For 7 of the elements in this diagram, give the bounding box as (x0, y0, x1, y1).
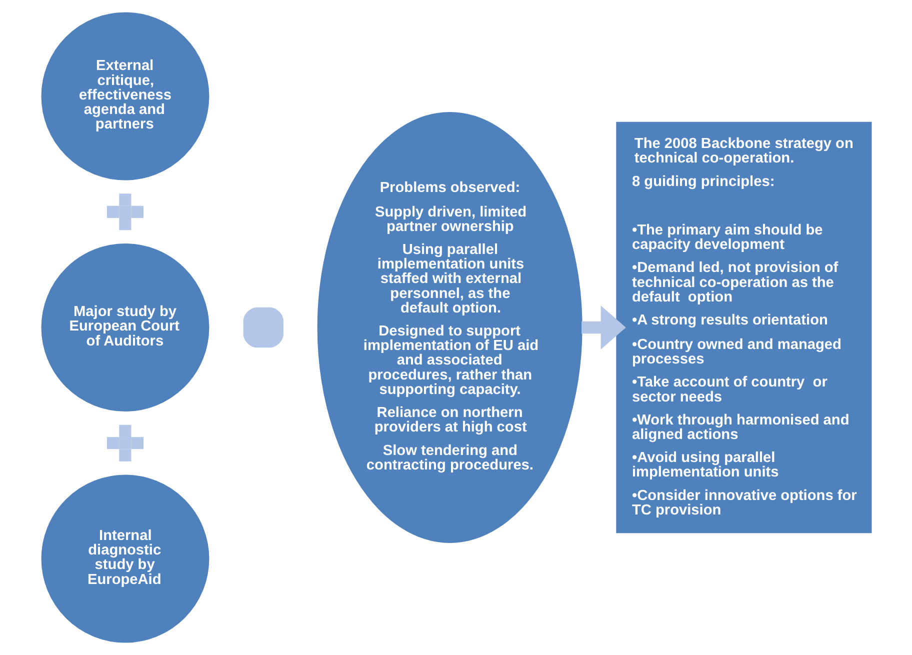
arrow (581, 306, 626, 350)
node-circle: Internal diagnostic study by EuropeAid (40, 474, 209, 643)
node-box: The 2008 Backbone strategy on technical co-operation. 8 guiding principles: •The primary aim should be capacity development •Demand led, not provision of technical co-operation as the default option •A strong results orientation •Country owned and managed processes •Take account of country or sector needs •Work through harmonised and aligned actions •Avoid using parallel implementation units •Consider innovative options for TC provision (616, 122, 872, 534)
node-box (242, 307, 283, 348)
node-circle: External critique, effectiveness agenda and partners (40, 12, 209, 180)
node-ellipse: Problems observed: Supply driven, limited partner ownership Using parallel implementation units staffed with external personnel, as the default option. Designed to support implementation of EU aid and associated procedures, rather than supporting capacity. Reliance on northern providers at high cost Slow tendering and contracting procedures. (316, 112, 582, 543)
node-circle: Major study by European Court of Auditors (40, 244, 209, 412)
